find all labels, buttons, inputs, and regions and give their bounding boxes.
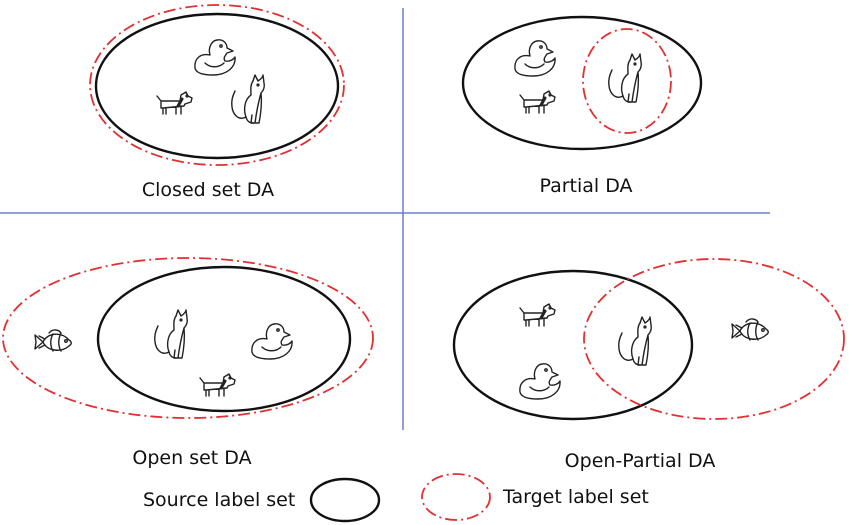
duck-icon bbox=[519, 363, 561, 400]
open-partial-caption: Open-Partial DA bbox=[565, 450, 716, 472]
cat-icon bbox=[618, 316, 652, 366]
legend-target-label: Target label set bbox=[502, 486, 649, 508]
closed-set-quadrant: Closed set DA bbox=[89, 4, 345, 201]
open-set-quadrant: Open set DA bbox=[2, 257, 374, 469]
target-label-set-ellipse bbox=[2, 257, 374, 419]
target-label-set-ellipse bbox=[583, 258, 845, 420]
duck-icon bbox=[251, 323, 293, 360]
target-label-set-ellipse bbox=[582, 28, 672, 134]
legend-source-ellipse bbox=[309, 477, 381, 523]
target-label-set-ellipse bbox=[89, 4, 345, 166]
closed-set-caption: Closed set DA bbox=[142, 179, 274, 201]
cat-icon bbox=[154, 309, 188, 359]
dog-icon bbox=[155, 90, 194, 116]
duck-icon bbox=[194, 39, 236, 76]
open-set-caption: Open set DA bbox=[132, 447, 251, 469]
source-label-set-ellipse bbox=[94, 12, 340, 160]
source-label-set-ellipse bbox=[461, 15, 703, 151]
dog-icon bbox=[198, 372, 237, 398]
legend: Source label set Target label set bbox=[143, 473, 649, 523]
source-label-set-ellipse bbox=[96, 265, 352, 413]
legend-source-label: Source label set bbox=[143, 489, 295, 511]
cat-icon bbox=[231, 74, 265, 124]
fish-icon bbox=[731, 318, 769, 341]
legend-target-ellipse bbox=[421, 473, 491, 521]
source-label-set-ellipse bbox=[452, 269, 694, 421]
duck-icon bbox=[514, 40, 556, 77]
dog-icon bbox=[518, 302, 557, 328]
partial-quadrant: Partial DA bbox=[461, 15, 703, 197]
cat-icon bbox=[608, 53, 642, 103]
dog-icon bbox=[518, 89, 557, 115]
fish-icon bbox=[34, 329, 72, 352]
partial-caption: Partial DA bbox=[539, 175, 632, 197]
open-partial-quadrant: Open-Partial DA bbox=[452, 258, 845, 472]
